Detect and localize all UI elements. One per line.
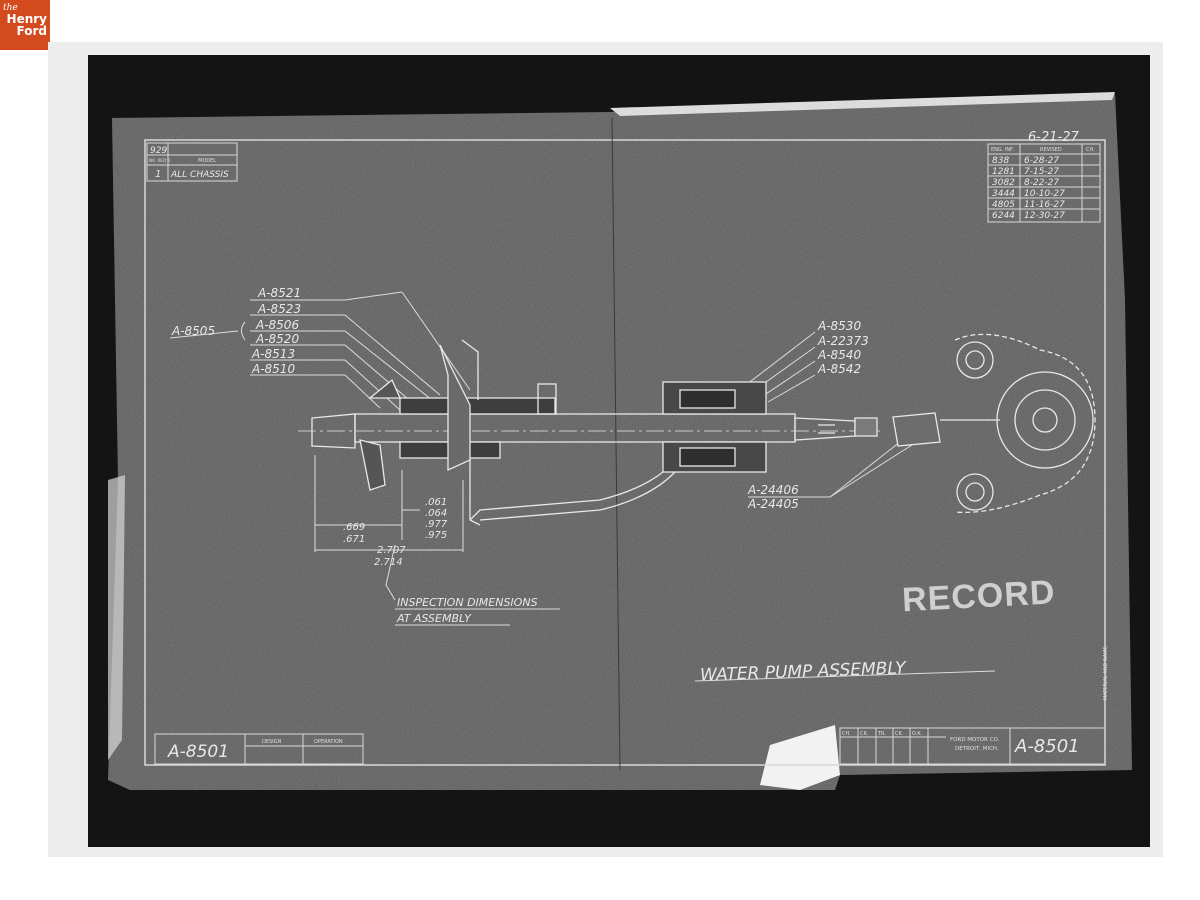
dim-975: .975	[425, 530, 447, 541]
model-number: 929	[150, 146, 167, 156]
rev-header-ch: CH.	[1086, 147, 1095, 153]
part-label-a24405: A-24405	[747, 497, 799, 511]
footer-header-ck2: CK.	[895, 731, 904, 737]
part-label-a8523: A-8523	[257, 302, 301, 316]
rev-date-3: 10-10-27	[1024, 189, 1065, 199]
rev-date-5: 12-30-27	[1024, 211, 1065, 221]
footer-header-ch: CH.	[842, 731, 851, 737]
rev-date-4: 11-16-27	[1024, 200, 1065, 210]
logo-henry: Henry	[6, 12, 47, 26]
rev-eng-3: 3444	[992, 189, 1015, 199]
side-note: MATERIAL AND NAME	[1103, 646, 1109, 700]
footer-header-tr: TR.	[877, 731, 886, 737]
dim-2714: 2.714	[374, 557, 403, 568]
lower-leader-lines	[748, 437, 913, 498]
dim-061: .061	[425, 497, 447, 508]
rev-header-revised: REVISED	[1040, 147, 1062, 153]
drawing-date: 6-21-27	[1028, 130, 1079, 145]
model-header: MODEL	[198, 158, 216, 164]
rev-eng-2: 3082	[992, 178, 1015, 188]
drawing-border	[144, 139, 1106, 766]
rev-date-2: 8-22-27	[1024, 178, 1059, 188]
title-underline	[694, 670, 996, 682]
footer-left-block	[154, 733, 364, 765]
model-qty: 1	[155, 169, 161, 180]
model-value: ALL CHASSIS	[170, 170, 229, 180]
rev-date-1: 7-15-27	[1024, 167, 1059, 177]
part-label-a8510: A-8510	[251, 362, 295, 376]
rev-date-0: 6-28-27	[1024, 156, 1059, 166]
part-label-a8521: A-8521	[257, 286, 301, 300]
shaft-assembly	[298, 333, 1096, 526]
part-label-a8506: A-8506	[255, 318, 299, 332]
part-label-a24406: A-24406	[747, 483, 799, 497]
dim-977: .977	[425, 519, 448, 530]
torn-patch-left	[108, 475, 125, 760]
model-qty-header: NO. REQ'D	[149, 158, 170, 163]
part-label-a8513: A-8513	[251, 347, 295, 361]
dim-669: .669	[343, 522, 365, 533]
part-label-a8542: A-8542	[817, 362, 861, 376]
dim-064: .064	[425, 508, 447, 519]
right-labels: A-8530 A-22373 A-8540 A-8542	[817, 319, 869, 376]
model-block	[146, 142, 238, 182]
logo-ford: Ford	[16, 24, 47, 38]
dim-2707: 2.707	[377, 545, 406, 556]
torn-patch-top	[610, 92, 1115, 116]
dimension-values: .669 .671 2.707 2.714 .061 .064 .977 .97…	[343, 497, 448, 568]
left-leader-lines	[169, 291, 471, 411]
dim-671: .671	[343, 534, 365, 545]
fold-line	[611, 117, 621, 771]
revision-table	[987, 143, 1101, 223]
rev-header-eng: ENG. INF.	[991, 147, 1014, 153]
inspection-underlines	[395, 608, 560, 626]
part-label-a22373: A-22373	[817, 334, 869, 348]
part-label-a8530: A-8530	[817, 319, 861, 333]
drawing-number-left: A-8501	[167, 742, 229, 762]
footer-header-ok: O.K.	[912, 731, 923, 737]
part-label-a8520: A-8520	[255, 332, 299, 346]
drawing-number: A-8501	[1014, 736, 1080, 757]
footer-right-block	[839, 727, 1106, 765]
rev-eng-0: 838	[992, 156, 1009, 166]
henry-ford-logo: the Henry Ford	[0, 0, 50, 50]
company-line2: DETROIT, MICH.	[955, 746, 999, 752]
rev-eng-4: 4805	[992, 200, 1015, 210]
footer-header-design: DESIGN	[262, 739, 282, 745]
inspection-note-line1: INSPECTION DIMENSIONS	[397, 596, 538, 609]
dimension-lines	[314, 455, 464, 601]
rev-eng-5: 6244	[992, 211, 1015, 221]
record-stamp: RECORD	[901, 573, 1056, 619]
torn-patch-bottom	[760, 725, 840, 790]
footer-header-operation: OPERATION	[314, 739, 343, 745]
rev-eng-1: 1281	[992, 167, 1015, 177]
footer-header-ck1: CK.	[860, 731, 869, 737]
logo-the: the	[3, 3, 18, 13]
part-label-a8540: A-8540	[817, 348, 861, 362]
inspection-note-line2: AT ASSEMBLY	[396, 612, 472, 625]
revision-rows: 838 6-28-27 1281 7-15-27 3082 8-22-27 34…	[992, 156, 1065, 221]
company-line1: FORD MOTOR CO.	[950, 737, 1000, 743]
